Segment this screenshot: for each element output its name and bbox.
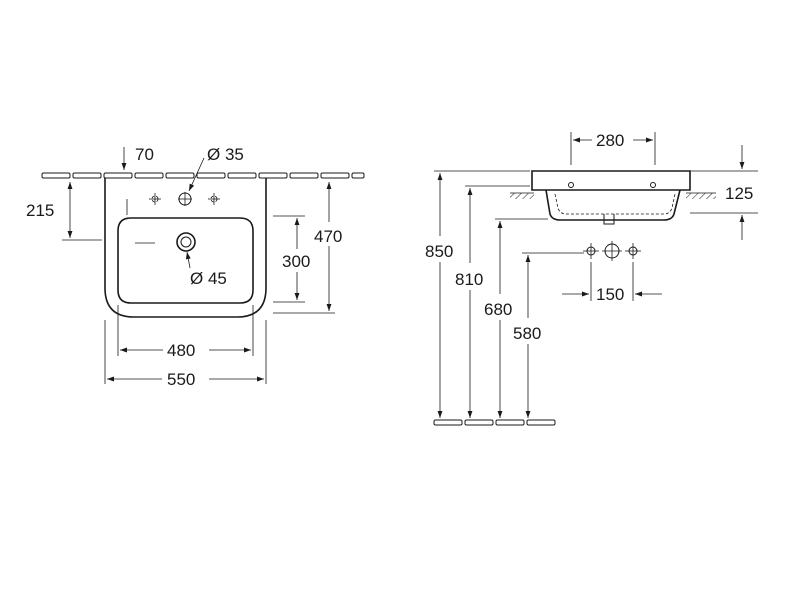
basin-inner-dashed bbox=[554, 193, 676, 215]
dim-hole-spacing-label: 280 bbox=[596, 131, 624, 150]
basin-outline bbox=[104, 178, 267, 318]
counter-right bbox=[686, 193, 716, 199]
optional-tap-hole-right-icon bbox=[208, 193, 220, 205]
dim-tap-offset-label: 70 bbox=[135, 145, 154, 164]
dim-bowl-width-label: 480 bbox=[167, 341, 195, 360]
side-tap-hole-right-icon bbox=[650, 182, 656, 188]
small-hole-right-icon bbox=[625, 243, 641, 259]
main-hole-icon bbox=[602, 241, 622, 261]
dim-total-depth: 470 bbox=[273, 182, 342, 314]
dim-waste-hole: Ø 45 bbox=[185, 251, 227, 288]
dim-total-width: 550 bbox=[104, 320, 267, 389]
waste-hole-icon bbox=[176, 232, 196, 252]
dim-tap-height: 215 bbox=[26, 182, 102, 241]
dim-tap-offset: 70 bbox=[121, 145, 154, 170]
dim-h810: 810 bbox=[455, 188, 483, 418]
dim-bowl-depth: 300 bbox=[273, 215, 310, 303]
dim-tap-hole: Ø 35 bbox=[188, 145, 244, 192]
dim-h580: 580 bbox=[513, 255, 541, 418]
front-view: 70 Ø 35 Ø 45 215 300 bbox=[26, 145, 365, 389]
dim-tap-spacing: 150 bbox=[562, 262, 662, 304]
dim-h850: 850 bbox=[425, 173, 453, 418]
floor-line bbox=[433, 419, 556, 426]
dim-h810-label: 810 bbox=[455, 270, 483, 289]
tap-spacing-holes bbox=[583, 241, 641, 261]
optional-tap-hole-left-icon bbox=[149, 193, 161, 205]
tap-hole-icon bbox=[178, 192, 192, 206]
dim-total-width-label: 550 bbox=[167, 370, 195, 389]
dim-bowl-width: 480 bbox=[117, 305, 254, 360]
dim-tap-hole-label: Ø 35 bbox=[207, 145, 244, 164]
dim-rim-height-label: 125 bbox=[725, 184, 753, 203]
dim-h680: 680 bbox=[484, 221, 512, 418]
dim-bowl-depth-label: 300 bbox=[282, 252, 310, 271]
dim-tap-height-label: 215 bbox=[26, 201, 54, 220]
side-view: 280 125 bbox=[425, 131, 758, 426]
dim-rim-height: 125 bbox=[690, 145, 758, 240]
dim-total-depth-label: 470 bbox=[314, 227, 342, 246]
dim-h580-label: 580 bbox=[513, 324, 541, 343]
basin-bowl bbox=[117, 217, 254, 304]
basin-side-bowl bbox=[545, 189, 681, 221]
counter-left bbox=[510, 193, 534, 199]
dim-h850-label: 850 bbox=[425, 242, 453, 261]
dim-h680-label: 680 bbox=[484, 300, 512, 319]
small-hole-left-icon bbox=[583, 243, 599, 259]
dim-hole-spacing: 280 bbox=[570, 131, 656, 165]
side-tap-hole-left-icon bbox=[568, 182, 574, 188]
wall-line bbox=[41, 172, 365, 179]
dim-tap-spacing-label: 150 bbox=[596, 285, 624, 304]
waste-outlet bbox=[603, 214, 615, 225]
basin-side-top bbox=[531, 170, 691, 191]
dim-waste-hole-label: Ø 45 bbox=[190, 269, 227, 288]
